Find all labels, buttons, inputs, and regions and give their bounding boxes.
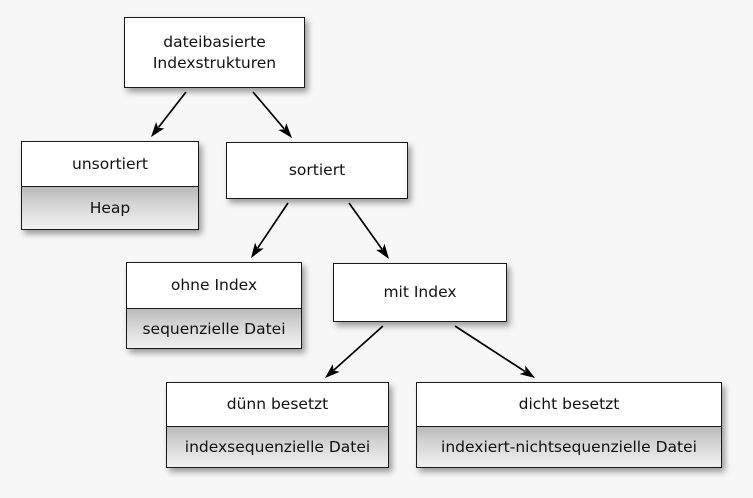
- node-root[interactable]: dateibasierte Indexstrukturen: [124, 17, 305, 88]
- edge-root-to-unsortiert: [151, 91, 187, 137]
- edge-line: [157, 91, 187, 129]
- edge-arrowhead: [278, 123, 292, 138]
- node-duenn-besetzt-title: dünn besetzt: [167, 383, 388, 427]
- node-unsortiert-subtitle: Heap: [22, 187, 198, 229]
- node-mit-index-title: mit Index: [334, 264, 506, 321]
- node-sortiert-title: sortiert: [227, 143, 407, 198]
- edge-sortiert-to-mit: [348, 202, 389, 259]
- node-mit-index[interactable]: mit Index: [333, 263, 507, 322]
- node-ohne-index-title: ohne Index: [127, 263, 301, 309]
- edge-arrowhead: [325, 364, 340, 378]
- node-root-title: dateibasierte Indexstrukturen: [125, 18, 304, 87]
- edge-root-to-sortiert: [252, 91, 292, 138]
- node-sortiert[interactable]: sortiert: [226, 142, 408, 199]
- node-dicht-besetzt-subtitle: indexiert-nichtsequenzielle Datei: [417, 427, 721, 467]
- edge-line: [348, 202, 383, 250]
- edge-line: [256, 202, 289, 249]
- edge-line: [252, 91, 285, 130]
- edge-line: [454, 325, 526, 373]
- node-unsortiert-title: unsortiert: [22, 142, 198, 187]
- edge-arrowhead: [376, 243, 389, 259]
- edge-mit-to-dicht: [454, 325, 535, 378]
- edge-sortiert-to-ohne: [251, 202, 289, 258]
- edge-arrowhead: [251, 242, 264, 258]
- node-dicht-besetzt-title: dicht besetzt: [417, 383, 721, 427]
- node-duenn-besetzt-subtitle: indexsequenzielle Datei: [167, 427, 388, 467]
- edge-mit-to-duenn: [325, 325, 384, 378]
- edge-arrowhead: [519, 365, 535, 378]
- node-ohne-index-subtitle: sequenzielle Datei: [127, 309, 301, 348]
- edge-line: [333, 325, 384, 371]
- edge-arrowhead: [151, 121, 165, 137]
